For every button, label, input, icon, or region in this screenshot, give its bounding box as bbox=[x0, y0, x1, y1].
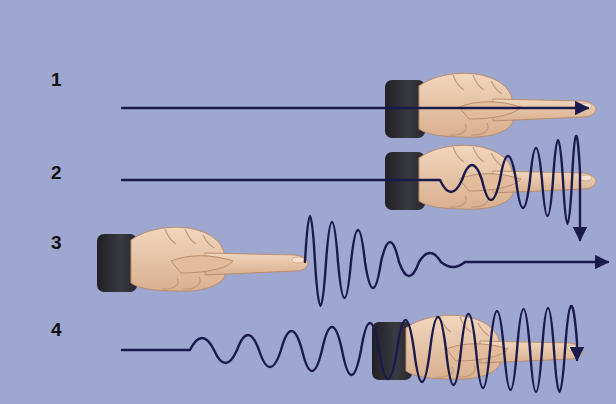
row-number: 2 bbox=[51, 163, 62, 182]
wave-signal bbox=[122, 136, 580, 240]
row-number: 1 bbox=[51, 70, 62, 89]
wave-signal bbox=[305, 216, 608, 306]
pointing-hand bbox=[97, 227, 308, 292]
row-number: 3 bbox=[51, 233, 62, 252]
pointing-hand bbox=[385, 73, 596, 138]
wave-signal bbox=[122, 306, 577, 392]
straight-signal bbox=[122, 107, 588, 109]
row-number: 4 bbox=[51, 320, 62, 339]
